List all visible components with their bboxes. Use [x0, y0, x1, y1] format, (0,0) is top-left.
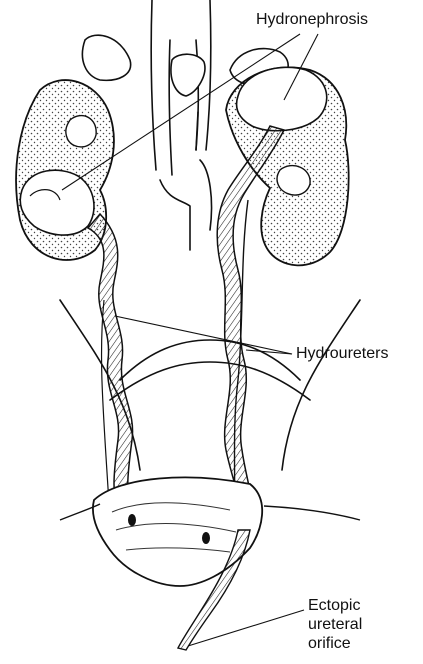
label-ectopic-line2: ureteral [308, 615, 362, 634]
label-hydronephrosis: Hydronephrosis [256, 10, 368, 29]
label-hydroureters: Hydroureters [296, 344, 388, 363]
left-adrenal [82, 35, 130, 80]
left-hydroureter [88, 214, 134, 520]
pelvic-line-right [110, 362, 310, 400]
central-trunk [160, 180, 190, 250]
renal-vessel-stub [196, 112, 198, 150]
lower-body-outline-right [282, 300, 360, 470]
label-ectopic-line3: orifice [308, 634, 362, 653]
leader-hydroureters-a [115, 316, 292, 354]
label-ectopic-line1: Ectopic [308, 596, 362, 615]
bladder [60, 477, 360, 586]
central-trunk-right [200, 160, 212, 230]
central-structure [171, 54, 205, 96]
label-ectopic-ureteral-orifice: Ectopic ureteral orifice [308, 596, 362, 653]
pelvic-line-left [120, 340, 300, 380]
